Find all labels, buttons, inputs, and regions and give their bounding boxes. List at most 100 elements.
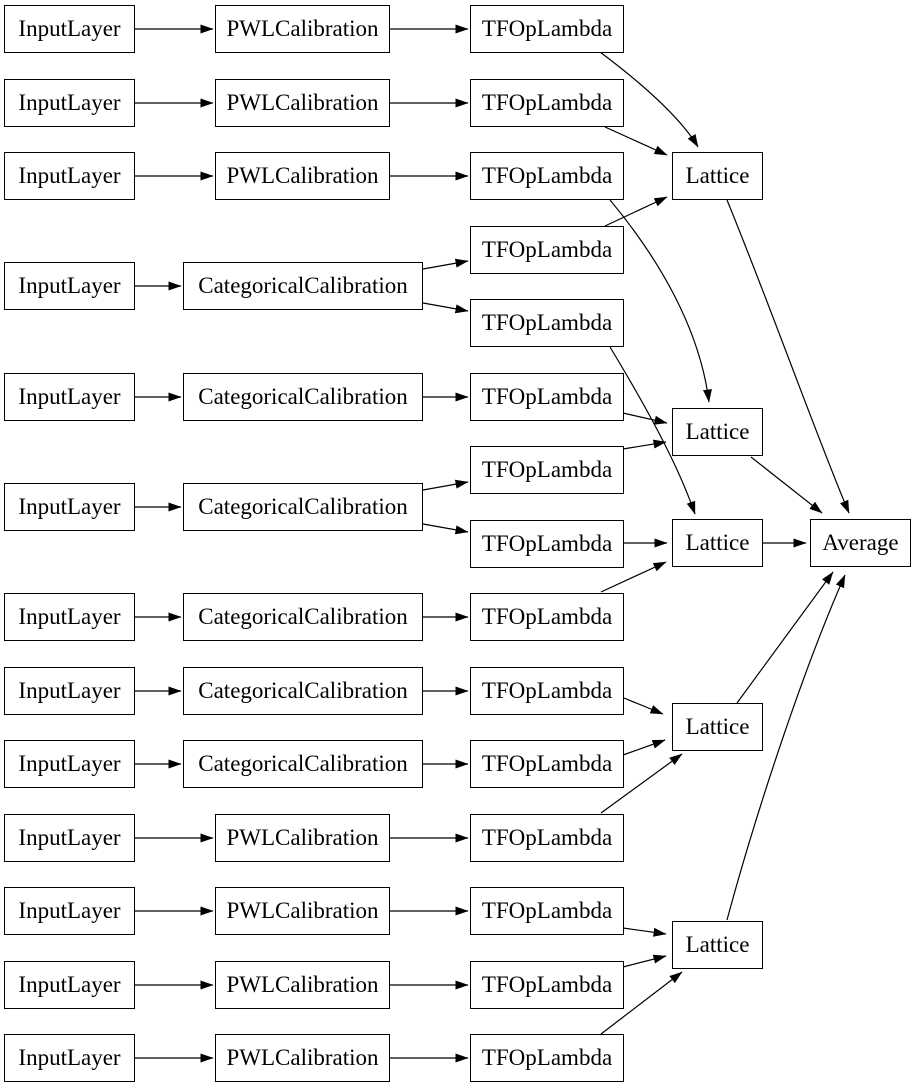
node-label: PWLCalibration — [226, 15, 379, 41]
edge-tfop_7-to-lattice_2 — [622, 439, 667, 450]
node-label: Lattice — [685, 529, 750, 555]
node-label: InputLayer — [18, 677, 121, 703]
node-tfop-12: TFOpLambda — [470, 814, 624, 862]
edge-tfop_13-to-lattice_5 — [622, 927, 667, 937]
node-tfop-11: TFOpLambda — [470, 740, 624, 788]
node-pwl-5: PWLCalibration — [215, 887, 390, 935]
edge-cat_3-to-tfop_7 — [422, 479, 469, 491]
node-tfop-14: TFOpLambda — [470, 961, 624, 1009]
node-input-4: InputLayer — [4, 262, 135, 310]
node-label: TFOpLambda — [481, 603, 613, 629]
node-pwl-7: PWLCalibration — [215, 1034, 390, 1082]
node-lattice-2: Lattice — [672, 408, 763, 456]
node-label: CategoricalCalibration — [198, 383, 408, 409]
node-input-5: InputLayer — [4, 373, 135, 421]
node-pwl-3: PWLCalibration — [215, 152, 390, 200]
node-label: InputLayer — [18, 897, 121, 923]
node-input-8: InputLayer — [4, 667, 135, 715]
node-cat-1: CategoricalCalibration — [183, 262, 423, 310]
node-label: Lattice — [685, 931, 750, 957]
node-label: TFOpLambda — [481, 750, 613, 776]
node-tfop-7: TFOpLambda — [470, 446, 624, 494]
node-label: CategoricalCalibration — [198, 603, 408, 629]
node-pwl-1: PWLCalibration — [215, 5, 390, 53]
node-tfop-10: TFOpLambda — [470, 667, 624, 715]
node-cat-2: CategoricalCalibration — [183, 373, 423, 421]
node-input-12: InputLayer — [4, 961, 135, 1009]
node-input-13: InputLayer — [4, 1034, 135, 1082]
node-label: CategoricalCalibration — [198, 272, 408, 298]
node-input-2: InputLayer — [4, 79, 135, 127]
edge-tfop_11-to-lattice_4 — [622, 739, 666, 756]
node-tfop-4: TFOpLambda — [470, 226, 624, 274]
node-cat-5: CategoricalCalibration — [183, 667, 423, 715]
node-label: TFOpLambda — [481, 677, 613, 703]
node-label: TFOpLambda — [481, 383, 613, 409]
node-label: CategoricalCalibration — [198, 750, 408, 776]
node-average: Average — [810, 519, 911, 567]
node-label: CategoricalCalibration — [198, 677, 408, 703]
edge-lattice_2-to-average — [750, 456, 823, 514]
node-tfop-8: TFOpLambda — [470, 520, 624, 568]
edge-lattice_1-to-average — [726, 199, 850, 514]
node-label: TFOpLambda — [481, 162, 613, 188]
node-label: PWLCalibration — [226, 1044, 379, 1070]
node-tfop-15: TFOpLambda — [470, 1034, 624, 1082]
node-lattice-3: Lattice — [672, 519, 763, 567]
edge-tfop_6-to-lattice_2 — [622, 412, 668, 425]
node-label: InputLayer — [18, 1044, 121, 1070]
node-input-3: InputLayer — [4, 152, 135, 200]
node-tfop-2: TFOpLambda — [470, 79, 624, 127]
node-label: InputLayer — [18, 15, 121, 41]
node-input-7: InputLayer — [4, 593, 135, 641]
node-label: InputLayer — [18, 383, 121, 409]
node-label: PWLCalibration — [226, 162, 379, 188]
node-label: InputLayer — [18, 272, 121, 298]
node-label: InputLayer — [18, 89, 121, 115]
node-cat-4: CategoricalCalibration — [183, 593, 423, 641]
node-label: InputLayer — [18, 603, 121, 629]
edge-cat_1-to-tfop_4 — [422, 258, 469, 270]
node-label: PWLCalibration — [226, 824, 379, 850]
node-label: TFOpLambda — [481, 1044, 613, 1070]
edge-lattice_4-to-average — [736, 571, 834, 704]
node-tfop-6: TFOpLambda — [470, 373, 624, 421]
node-pwl-4: PWLCalibration — [215, 814, 390, 862]
node-label: TFOpLambda — [481, 89, 613, 115]
node-lattice-1: Lattice — [672, 152, 763, 200]
node-tfop-5: TFOpLambda — [470, 299, 624, 347]
node-tfop-9: TFOpLambda — [470, 593, 624, 641]
node-label: Lattice — [685, 162, 750, 188]
node-label: TFOpLambda — [481, 824, 613, 850]
node-label: TFOpLambda — [481, 897, 613, 923]
node-label: Lattice — [685, 418, 750, 444]
node-input-9: InputLayer — [4, 740, 135, 788]
edge-cat_3-to-tfop_8 — [422, 523, 469, 535]
node-label: InputLayer — [18, 750, 121, 776]
node-label: TFOpLambda — [481, 236, 613, 262]
node-label: TFOpLambda — [481, 15, 613, 41]
node-label: TFOpLambda — [481, 530, 613, 556]
node-label: TFOpLambda — [481, 971, 613, 997]
node-pwl-2: PWLCalibration — [215, 79, 390, 127]
node-label: Average — [822, 529, 899, 555]
node-input-1: InputLayer — [4, 5, 135, 53]
node-input-11: InputLayer — [4, 887, 135, 935]
node-label: TFOpLambda — [481, 456, 613, 482]
node-label: InputLayer — [18, 162, 121, 188]
node-cat-3: CategoricalCalibration — [183, 483, 423, 531]
edge-tfop_14-to-lattice_5 — [622, 954, 667, 968]
node-label: CategoricalCalibration — [198, 493, 408, 519]
node-lattice-4: Lattice — [672, 703, 763, 751]
node-label: PWLCalibration — [226, 897, 379, 923]
node-label: Lattice — [685, 713, 750, 739]
node-label: InputLayer — [18, 824, 121, 850]
edge-tfop_10-to-lattice_4 — [623, 697, 664, 715]
node-label: InputLayer — [18, 493, 121, 519]
node-label: PWLCalibration — [226, 971, 379, 997]
node-label: TFOpLambda — [481, 309, 613, 335]
edge-cat_1-to-tfop_5 — [422, 302, 469, 314]
edge-tfop_4-to-lattice_1 — [604, 196, 668, 227]
